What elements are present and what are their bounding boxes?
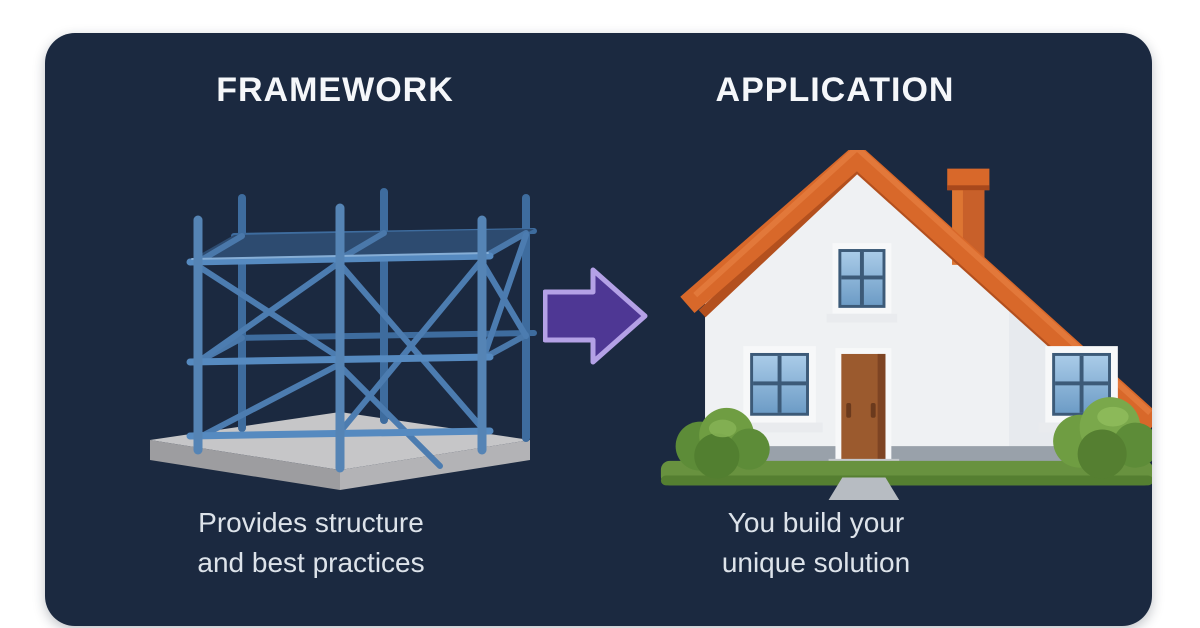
grass [660, 460, 1152, 486]
left-window [736, 346, 823, 433]
scaffolding-icon [150, 188, 537, 490]
walkway [828, 477, 900, 501]
framework-caption-line1: Provides structure [198, 507, 424, 538]
framework-panel: FRAMEWORK [45, 33, 600, 626]
right-arrow-shape [543, 267, 648, 365]
scaffold-front-poles [193, 203, 487, 473]
application-caption: You build your unique solution [616, 503, 1016, 583]
house-icon [660, 150, 1152, 501]
framework-caption: Provides structure and best practices [111, 503, 511, 583]
attic-window [826, 243, 898, 323]
infographic-card: FRAMEWORK [45, 33, 1152, 626]
right-window [1038, 346, 1125, 433]
scaffolding-illustration [140, 140, 540, 505]
transform-arrow [543, 266, 653, 366]
application-title: APPLICATION [715, 71, 955, 109]
framework-title: FRAMEWORK [216, 71, 454, 109]
framework-caption-line2: and best practices [197, 547, 425, 578]
left-bush [675, 407, 770, 479]
application-caption-line2: unique solution [721, 547, 911, 578]
house-illustration [656, 150, 1152, 503]
scaffold-braces [195, 232, 529, 469]
roof [680, 150, 1152, 433]
front-door [835, 348, 892, 461]
application-panel: APPLICATION [600, 33, 1152, 626]
application-caption-line1: You build your [727, 507, 905, 538]
right-arrow-icon [543, 267, 648, 365]
right-bush [1053, 397, 1152, 479]
